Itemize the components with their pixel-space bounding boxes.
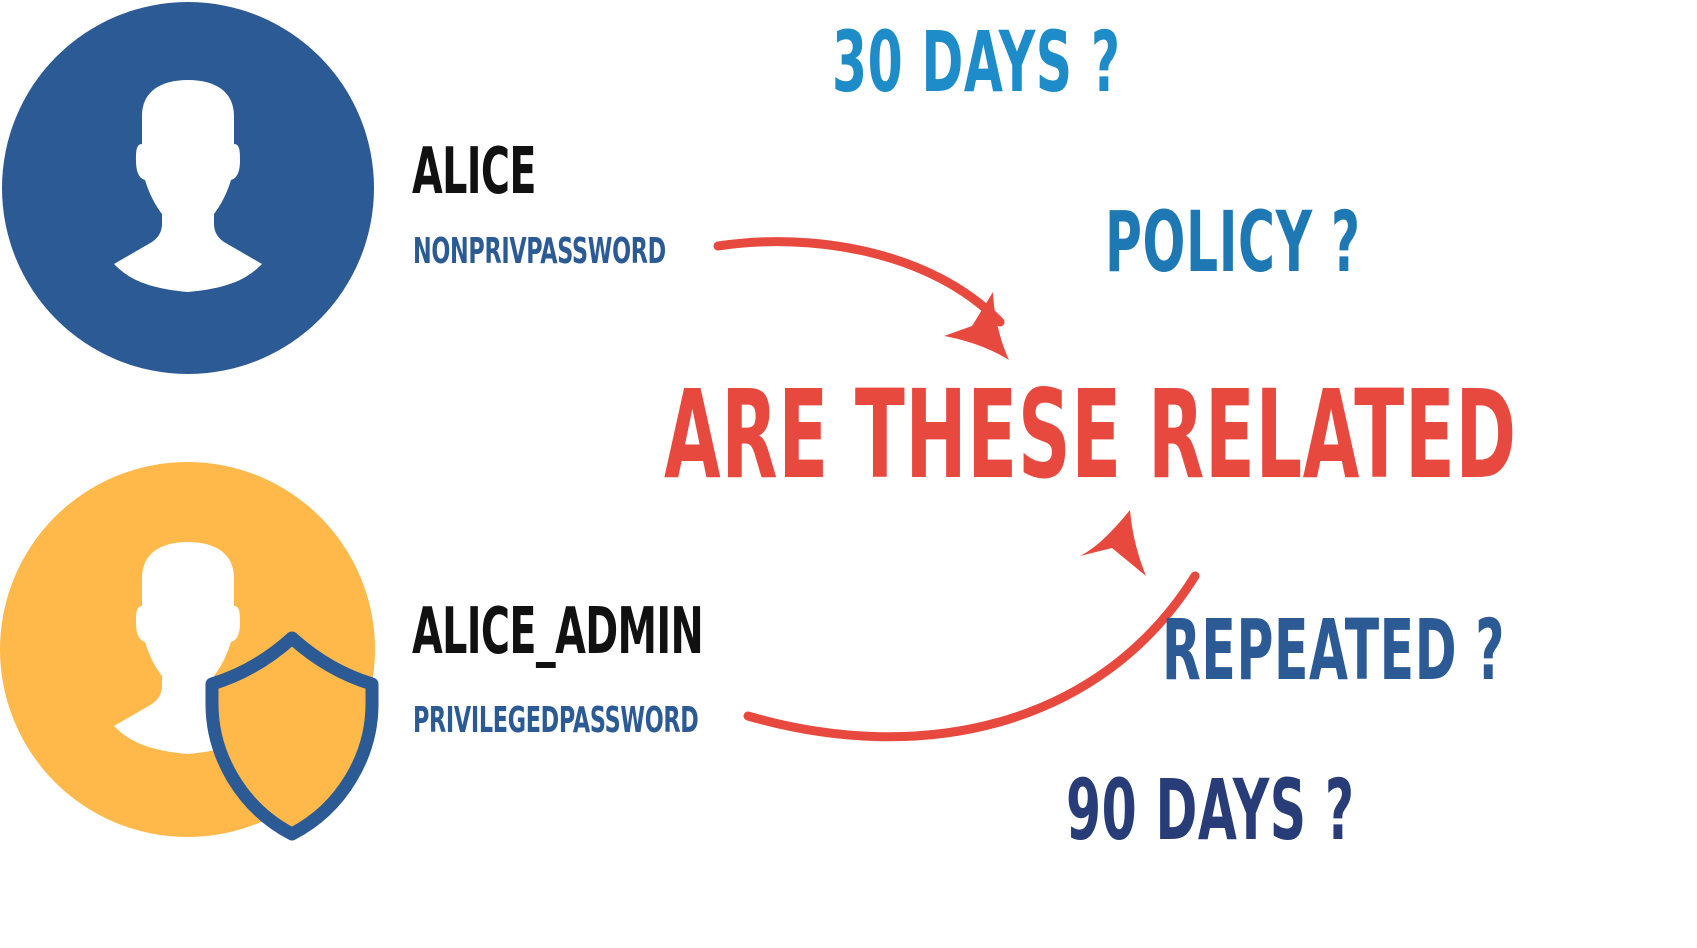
question-repeated: REPEATED ?	[1162, 601, 1506, 699]
user-silhouette-icon	[114, 80, 262, 292]
question-policy: POLICY ?	[1105, 193, 1361, 291]
user-password-alice: NONPRIVPASSWORD	[413, 231, 666, 272]
headline-are-these-related: ARE THESE RELATED	[664, 364, 1517, 506]
avatar-alice	[2, 2, 374, 374]
shield-icon	[205, 631, 379, 841]
arrow-top-curve	[713, 237, 1005, 327]
arrow-bottom-curve	[743, 571, 1200, 742]
arrow-top-head	[944, 292, 1009, 360]
question-30-days: 30 DAYS ?	[832, 13, 1121, 111]
user-name-alice: ALICE	[412, 135, 537, 209]
user-silhouette-icon	[114, 542, 262, 754]
question-90-days: 90 DAYS ?	[1066, 761, 1355, 859]
user-name-alice-admin: ALICE_ADMIN	[412, 595, 704, 669]
user-password-alice-admin: PRIVILEGEDPASSWORD	[413, 700, 699, 741]
arrow-bottom-head	[1080, 510, 1146, 576]
